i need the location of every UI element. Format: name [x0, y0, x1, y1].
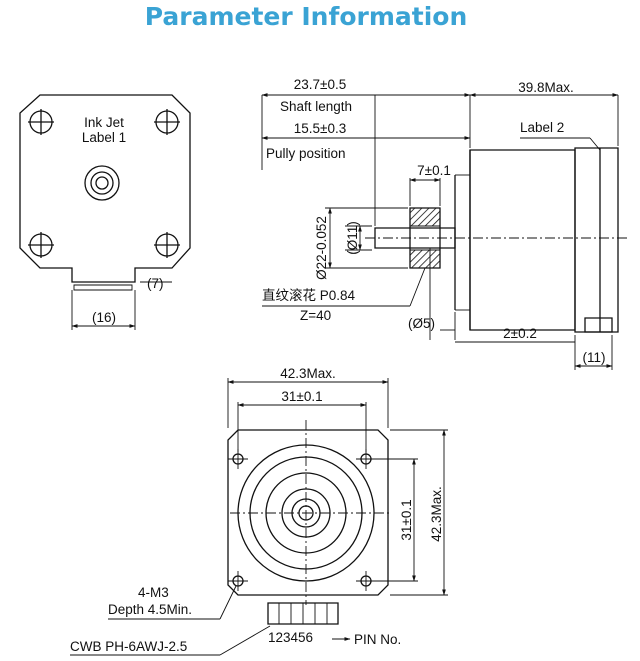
pulley-diameter: Ø22-0.052: [314, 216, 329, 280]
shaft-length-value: 23.7±0.5: [294, 77, 346, 92]
front-view: Ink Jet Label 1 (16) (7): [19, 94, 191, 330]
side-view: (11) 23.7±0.5 Shaft length 15.5±0.3 Pull…: [261, 77, 630, 370]
overall-width: 42.3Max.: [280, 366, 336, 381]
pulley-bore: (Ø11): [345, 221, 360, 255]
mount-hole-icon: [28, 109, 54, 135]
hole-spacing-vertical: 31±0.1: [399, 499, 414, 540]
connector-label: CWB PH-6AWJ-2.5: [70, 639, 187, 654]
teeth-count: Z=40: [300, 308, 331, 323]
depth-note: Depth 4.5Min.: [108, 602, 192, 617]
front-label-line1: Ink Jet: [84, 115, 124, 130]
dim-side-label: (7): [147, 276, 164, 291]
mount-hole-icon: [154, 109, 180, 135]
pully-position-value: 15.5±0.3: [294, 121, 346, 136]
mount-hole-icon: [154, 232, 180, 258]
hole-spacing: 31±0.1: [281, 389, 322, 404]
mount-hole-icon: [228, 449, 248, 469]
body-length-value: 39.8Max.: [518, 80, 574, 95]
mount-hole-icon: [28, 232, 54, 258]
mount-hole-icon: [228, 571, 248, 591]
page-title: Parameter Information: [144, 2, 468, 31]
boss-dim: 2±0.2: [503, 326, 537, 341]
shaft-dia: (Ø5): [408, 316, 435, 331]
pulley-width-value: 7±0.1: [417, 163, 451, 178]
label-2: Label 2: [520, 120, 564, 135]
shaft-length-label: Shaft length: [280, 99, 352, 114]
cable-dim: (11): [582, 350, 605, 365]
mount-hole-note: 4-M3: [138, 585, 169, 600]
pully-position-label: Pully position: [266, 146, 346, 161]
overall-height: 42.3Max.: [429, 486, 444, 542]
dim-width-label: (16): [92, 310, 116, 325]
pin-label: PIN No.: [354, 632, 401, 647]
pin-numbers: 123456: [268, 630, 313, 645]
knurl-note: 直纹滚花 P0.84: [262, 287, 356, 303]
front-label-line2: Label 1: [82, 130, 126, 145]
bottom-view: 42.3Max. 31±0.1 31±0.1 42.3Max. 4-M3 Dep…: [70, 366, 448, 656]
